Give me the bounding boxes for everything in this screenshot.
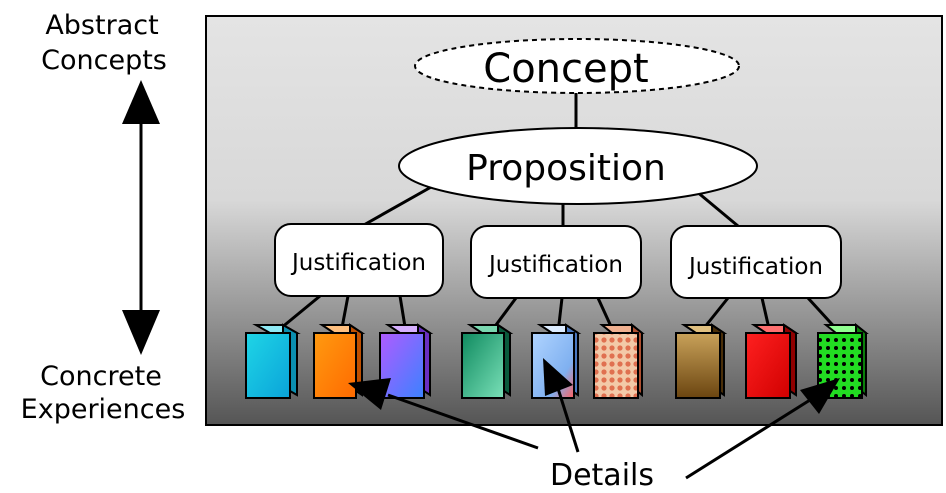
justification-node-2 — [470, 225, 642, 299]
justification-label-3: Justification — [687, 254, 823, 280]
concept-label: Concept — [483, 46, 648, 92]
detail-box-brown — [675, 323, 728, 399]
details-label: Details — [550, 458, 654, 493]
justification-node-1 — [274, 223, 444, 297]
detail-box-green — [461, 323, 514, 399]
justification-label-2: Justification — [487, 252, 623, 278]
abstraction-scale-arrow — [122, 80, 160, 355]
abstract-label-line1: Abstract — [45, 10, 158, 41]
detail-box-dotted-green — [817, 322, 869, 399]
concept-cloud — [414, 38, 740, 94]
abstract-label-line2: Concepts — [41, 45, 167, 76]
justification-node-3 — [670, 225, 842, 299]
detail-box-red — [745, 323, 800, 399]
detail-box-dotted-peach — [593, 322, 645, 399]
justification-label-1: Justification — [290, 250, 426, 276]
proposition-node — [398, 127, 758, 205]
concrete-label-line2: Experiences — [21, 394, 186, 425]
proposition-label: Proposition — [466, 148, 666, 189]
details-pointer-arrows — [348, 358, 840, 480]
detail-box-orange — [313, 323, 366, 399]
concrete-label-line1: Concrete — [40, 361, 162, 392]
detail-box-cyan — [245, 323, 301, 399]
